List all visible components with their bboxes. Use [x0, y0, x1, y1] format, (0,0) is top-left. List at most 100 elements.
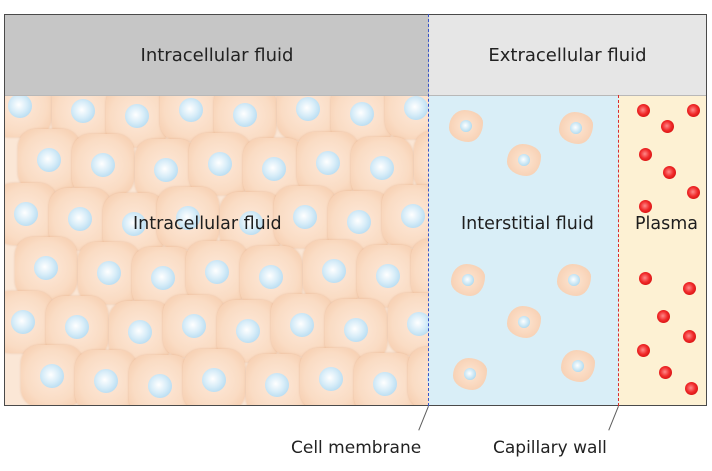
body-cell: [18, 129, 80, 191]
intracellular-compartment-label: Intracellular fluid: [133, 214, 282, 234]
body-cell: [189, 133, 251, 195]
white-blood-cell-nucleus: [572, 360, 584, 372]
cell-nucleus: [265, 373, 289, 397]
cell-nucleus: [128, 320, 152, 344]
body-cell: [274, 186, 336, 248]
body-cell: [72, 134, 134, 196]
cell-nucleus: [154, 158, 178, 182]
capillary-wall-line: [618, 95, 619, 406]
header-intracellular-label: Intracellular fluid: [140, 44, 294, 66]
white-blood-cell: [451, 264, 485, 296]
cell-nucleus: [176, 206, 200, 230]
cell-nucleus: [91, 153, 115, 177]
cell-nucleus: [205, 260, 229, 284]
cell-nucleus: [350, 102, 374, 126]
cell-nucleus: [182, 314, 206, 338]
cell-nucleus: [236, 319, 260, 343]
body-cell: [157, 187, 219, 249]
intracellular-panel: Intracellular fluid: [5, 96, 429, 405]
red-blood-cell: [687, 104, 700, 117]
body-cell: [21, 345, 83, 405]
header-extracellular: Extracellular fluid: [429, 15, 706, 95]
body-cell: [5, 291, 54, 353]
cell-nucleus: [233, 103, 257, 127]
cell-membrane-line: [428, 14, 429, 406]
cell-nucleus: [401, 204, 425, 228]
cell-membrane-leader: [418, 406, 429, 431]
cell-nucleus: [316, 151, 340, 175]
red-blood-cell: [639, 148, 652, 161]
red-blood-cell: [685, 382, 698, 395]
white-blood-cell: [557, 264, 591, 296]
cell-nucleus: [347, 210, 371, 234]
cell-nucleus: [40, 364, 64, 388]
white-blood-cell: [507, 306, 541, 338]
cell-nucleus: [322, 259, 346, 283]
body-cell: [183, 349, 245, 405]
body-cell: [297, 132, 359, 194]
body-cell: [220, 192, 282, 254]
cell-nucleus: [8, 96, 32, 118]
red-blood-cell: [637, 104, 650, 117]
body-cell: [271, 294, 333, 356]
body-cell: [300, 348, 362, 405]
cell-nucleus: [407, 312, 429, 336]
white-blood-cell-nucleus: [570, 122, 582, 134]
white-blood-cell-nucleus: [518, 316, 530, 328]
cell-nucleus: [97, 261, 121, 285]
interstitial-compartment-label: Interstitial fluid: [461, 214, 594, 234]
header-intracellular: Intracellular fluid: [5, 15, 429, 95]
cell-nucleus: [296, 97, 320, 121]
cell-nucleus: [125, 104, 149, 128]
white-blood-cell: [453, 358, 487, 390]
body-cell: [408, 347, 429, 405]
white-blood-cell: [449, 110, 483, 142]
diagram-frame: Intracellular fluid Extracellular fluid …: [4, 14, 707, 406]
capillary-wall-leader: [608, 406, 619, 431]
body-cell: [385, 96, 429, 139]
red-blood-cell: [687, 186, 700, 199]
body-cell: [5, 183, 57, 245]
red-blood-cell: [637, 344, 650, 357]
cell-nucleus: [239, 211, 263, 235]
body-cell: [78, 242, 140, 304]
white-blood-cell-nucleus: [464, 368, 476, 380]
cell-nucleus: [179, 98, 203, 122]
cell-membrane-label: Cell membrane: [291, 438, 422, 458]
cell-nucleus: [262, 157, 286, 181]
cell-nucleus: [151, 266, 175, 290]
cell-nucleus: [14, 202, 38, 226]
cell-nucleus: [290, 313, 314, 337]
white-blood-cell: [559, 112, 593, 144]
cell-nucleus: [65, 315, 89, 339]
red-blood-cell: [657, 310, 670, 323]
cell-nucleus: [208, 152, 232, 176]
red-blood-cell: [639, 272, 652, 285]
cell-nucleus: [11, 310, 35, 334]
cell-nucleus: [259, 265, 283, 289]
body-cell: [388, 293, 429, 355]
cell-nucleus: [37, 148, 61, 172]
body-cell: [246, 354, 308, 405]
red-blood-cell: [683, 282, 696, 295]
red-blood-cell: [659, 366, 672, 379]
white-blood-cell-nucleus: [460, 120, 472, 132]
cell-nucleus: [122, 212, 146, 236]
capillary-wall-label: Capillary wall: [493, 438, 607, 458]
body-cell: [186, 241, 248, 303]
body-cell: [303, 240, 365, 302]
cell-nucleus: [373, 372, 397, 396]
plasma-panel: Plasma: [619, 96, 706, 405]
body-cell: [411, 239, 429, 301]
red-blood-cell: [663, 166, 676, 179]
cell-nucleus: [94, 369, 118, 393]
white-blood-cell-nucleus: [568, 274, 580, 286]
body-cell: [160, 96, 222, 141]
white-blood-cell: [507, 144, 541, 176]
body-cell: [414, 131, 429, 193]
white-blood-cell-nucleus: [462, 274, 474, 286]
header-divider: [5, 95, 706, 96]
cell-nucleus: [370, 156, 394, 180]
cell-nucleus: [68, 207, 92, 231]
body-cell: [163, 295, 225, 357]
